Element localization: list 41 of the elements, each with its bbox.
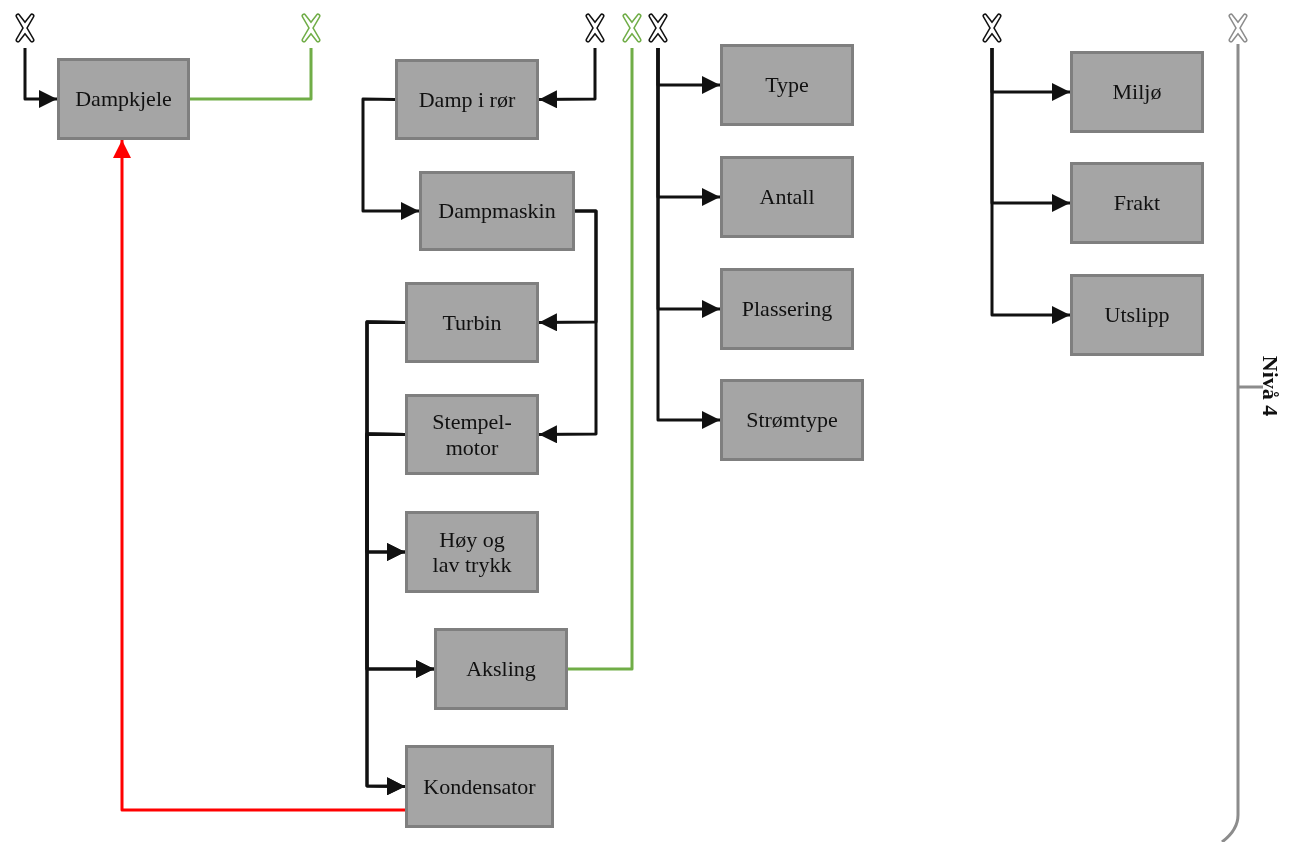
process-box [405,394,539,475]
box-label: Dampkjele [75,86,172,112]
arrow [23,48,57,108]
box-label: Strømtype [746,407,838,433]
process-box [720,379,864,461]
connector-line [190,48,313,101]
process-box [57,58,190,140]
arrow [361,97,419,220]
box-label: Utslipp [1104,302,1170,328]
box-label: Stempel-motor [431,409,513,460]
process-box [405,511,539,593]
arrow [365,432,405,796]
process-box [405,282,539,363]
box-label: Aksling [466,656,536,682]
process-box [419,171,575,251]
box-label: Frakt [1113,190,1161,216]
box-label: Antall [759,184,815,210]
box-label: Miljø [1112,79,1162,105]
process-box [395,59,539,140]
process-box [720,156,854,238]
box-label: Turbin [442,309,502,336]
process-box [1070,274,1204,356]
process-box [1070,162,1204,244]
process-box [434,628,568,710]
box-label: Plassering [741,296,833,322]
process-box [720,268,854,350]
box-label: Damp i rør [418,86,516,113]
process-box [720,44,854,126]
process-box [1070,51,1204,133]
box-label: Kondensator [423,773,536,800]
level-label: Nivå 4 [1257,355,1284,417]
box-label: Høy og lav trykk [431,526,513,578]
box-label: Dampmaskin [438,198,556,224]
box-label: Type [765,72,809,98]
arrow [539,48,597,109]
connector-line [568,48,634,671]
process-box [405,745,554,828]
arrow [990,48,1070,324]
arrow [113,140,405,812]
arrow [539,209,598,444]
arrow [656,48,720,429]
